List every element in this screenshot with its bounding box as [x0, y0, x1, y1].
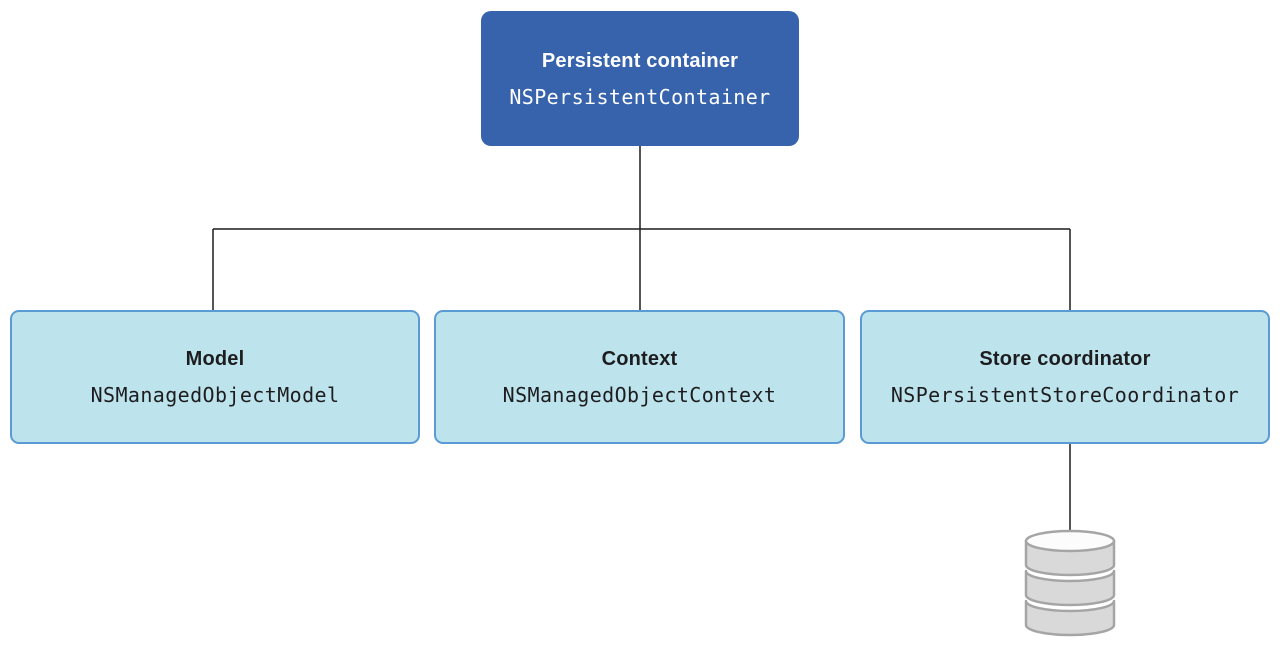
node-model: Model NSManagedObjectModel	[10, 310, 420, 444]
database-cylinder-icon	[1024, 529, 1116, 637]
node-persistent-container: Persistent container NSPersistentContain…	[481, 11, 799, 146]
node-class-name: NSPersistentContainer	[509, 84, 771, 109]
node-title: Context	[601, 348, 678, 370]
node-store-coordinator: Store coordinator NSPersistentStoreCoord…	[860, 310, 1270, 444]
node-context: Context NSManagedObjectContext	[434, 310, 845, 444]
node-title: Store coordinator	[979, 348, 1151, 370]
node-class-name: NSPersistentStoreCoordinator	[890, 383, 1240, 407]
node-title: Model	[185, 348, 245, 370]
node-class-name: NSManagedObjectModel	[90, 383, 340, 407]
node-class-name: NSManagedObjectContext	[502, 383, 777, 407]
node-title: Persistent container	[541, 49, 739, 72]
